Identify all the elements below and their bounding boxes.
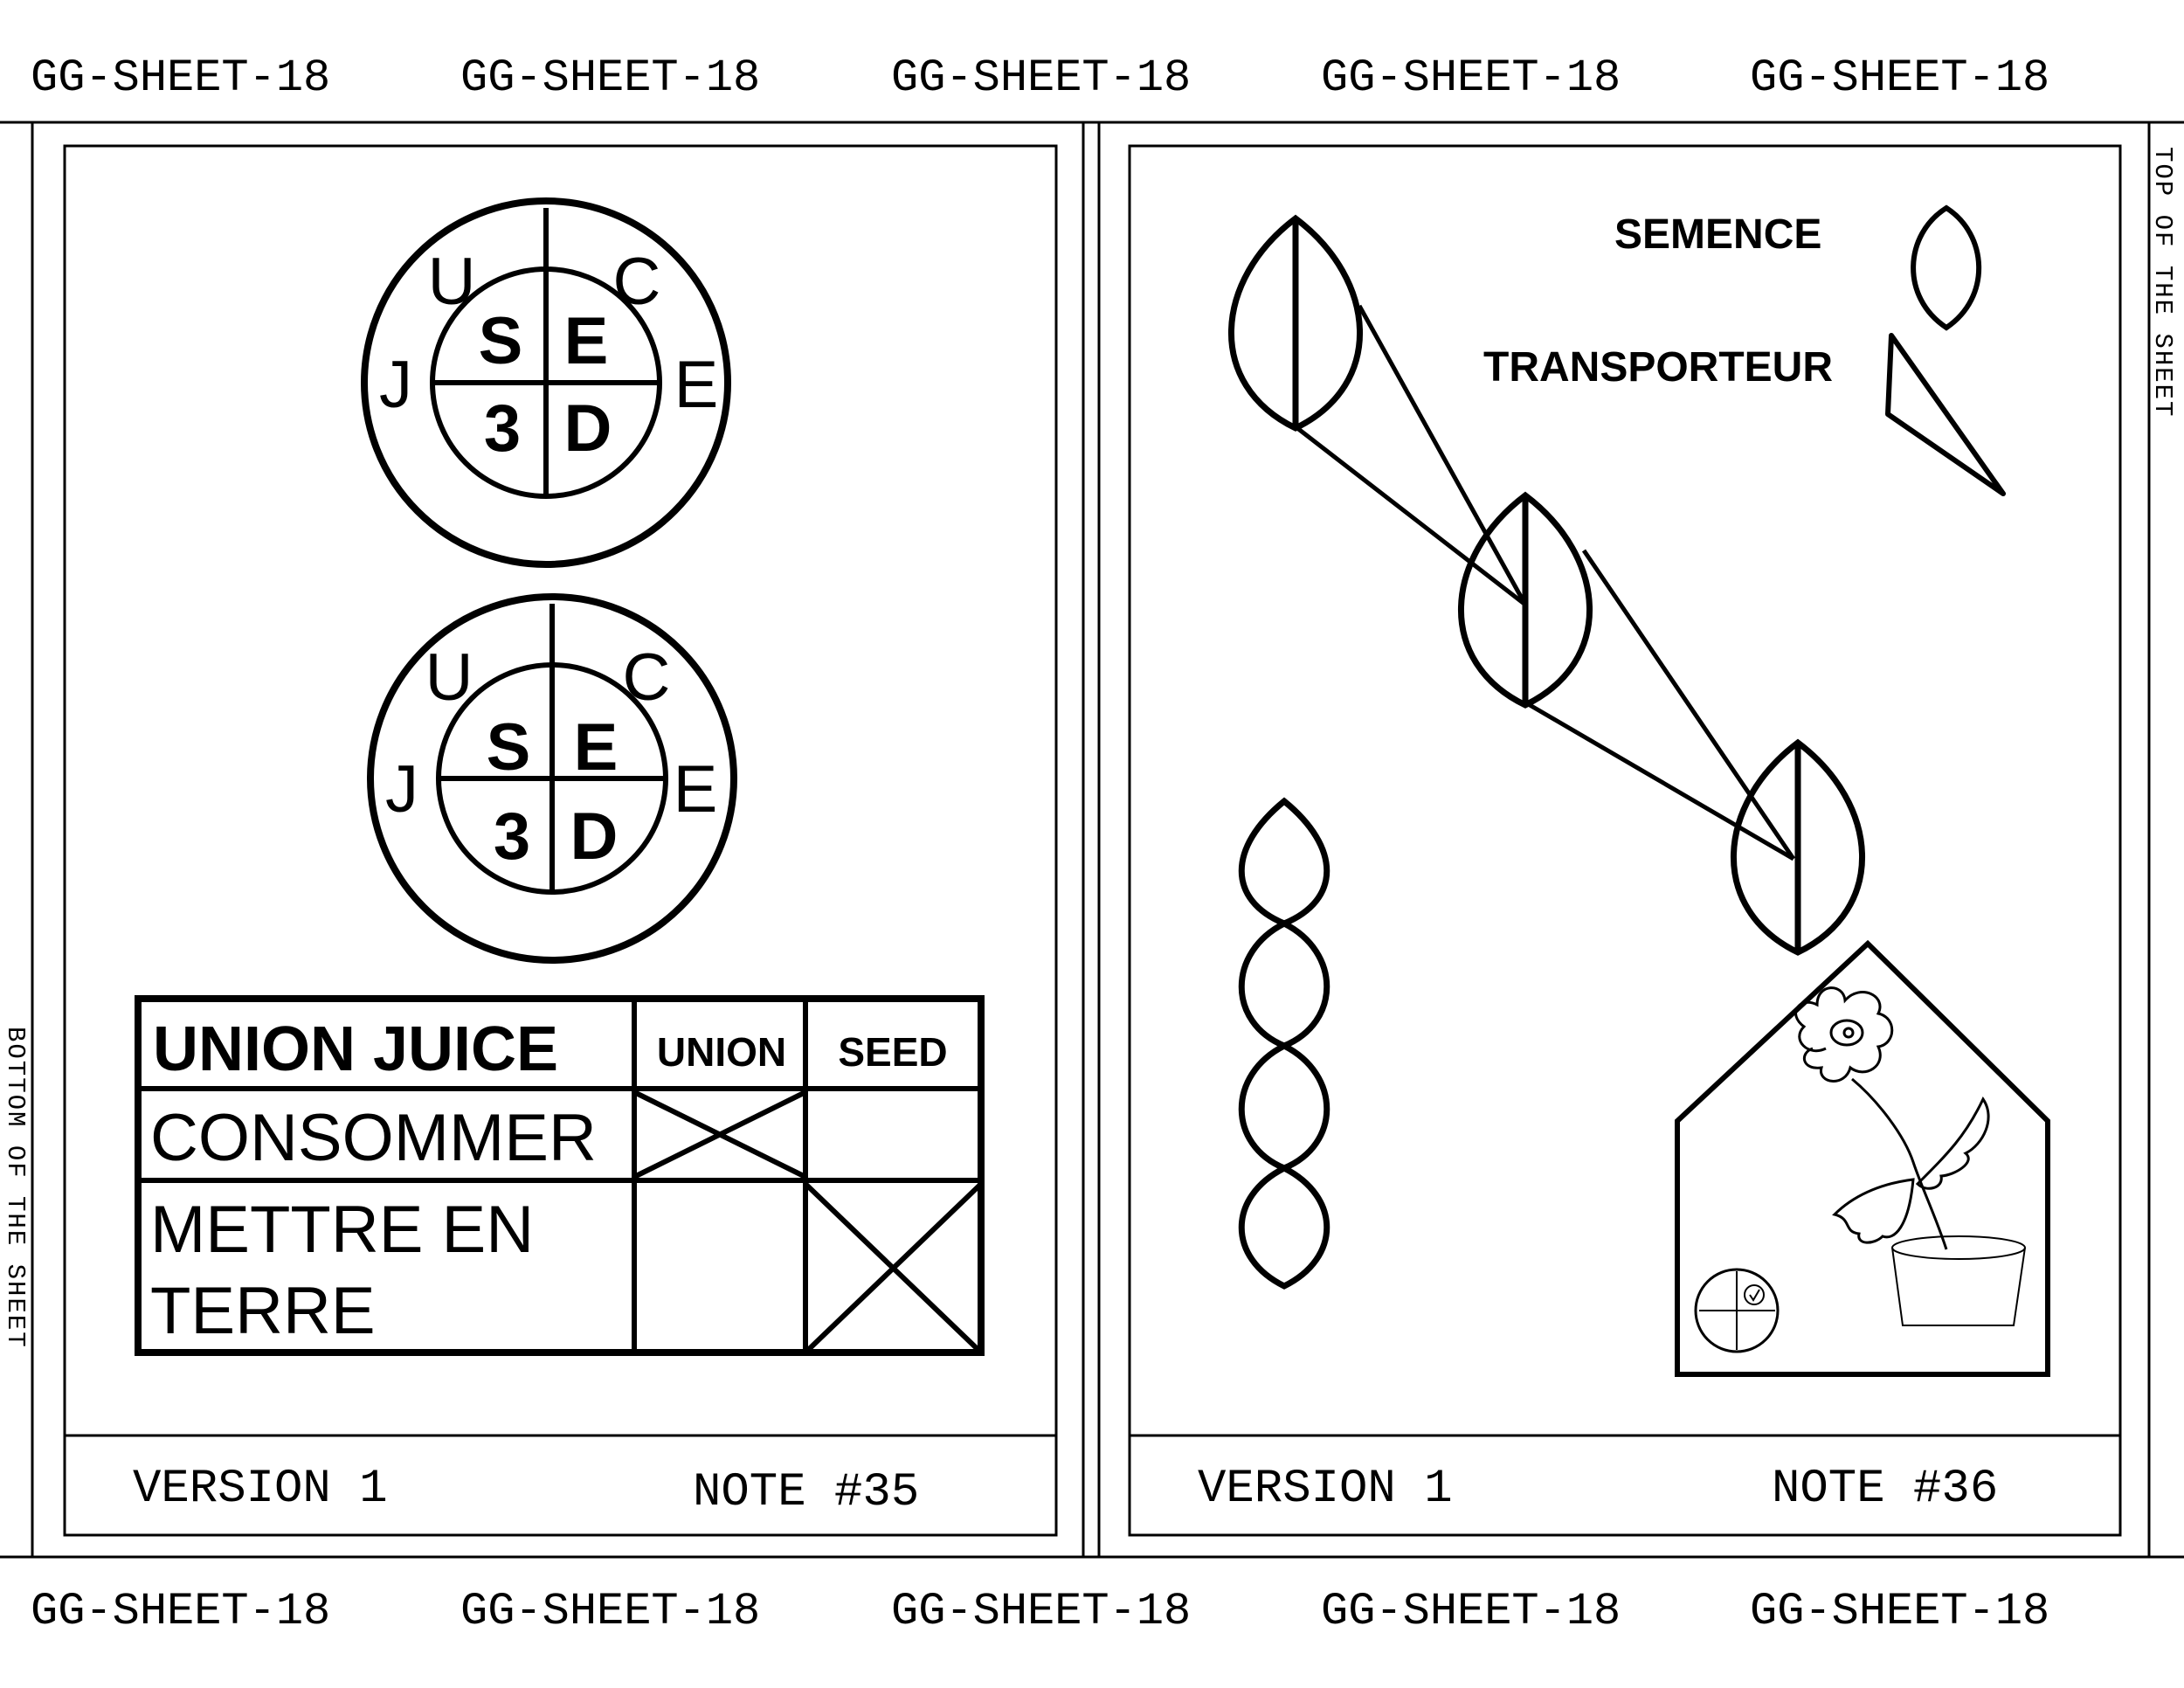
left-footer-note: NOTE #35 — [693, 1466, 919, 1519]
table-row-label: METTRE EN — [150, 1193, 534, 1267]
table-header-title: UNION JUICE — [153, 1014, 558, 1084]
legend-carrier-label: TRANSPORTEUR — [1483, 344, 1833, 391]
seal-letter: J — [385, 752, 418, 827]
left-card: U C J E S E 3 D U C J E — [63, 144, 1058, 1537]
table-cross-mark — [803, 1181, 984, 1355]
legend-seed-label: SEMENCE — [1614, 211, 1821, 258]
seal-quadrant: 3 — [484, 391, 521, 466]
seal-quadrant: E — [574, 710, 619, 785]
seal-quadrant: E — [564, 304, 609, 378]
banner-bottom: GG-SHEET-18 GG-SHEET-18 GG-SHEET-18 GG-S… — [31, 1586, 2049, 1637]
banner-top-item: GG-SHEET-18 — [891, 52, 1191, 104]
seed-helix — [1238, 797, 1330, 1290]
seal-letter: C — [613, 245, 661, 319]
seed-chain-connector — [1296, 304, 1796, 861]
banner-top-item: GG-SHEET-18 — [31, 52, 330, 104]
table-cross-mark — [632, 1090, 807, 1180]
seal-letter: U — [425, 640, 473, 715]
seal-logo: U C J E S E 3 D — [367, 593, 737, 964]
side-label-left: BOTTOM OF THE SHEET — [1, 1027, 30, 1349]
table-row-label: CONSOMMER — [150, 1101, 597, 1175]
banner-bottom-item: GG-SHEET-18 — [891, 1586, 1191, 1637]
banner-bottom-item: GG-SHEET-18 — [1321, 1586, 1621, 1637]
banner-top-item: GG-SHEET-18 — [1321, 52, 1621, 104]
seal-letter: E — [674, 348, 719, 422]
right-card-border — [1128, 144, 2122, 1537]
left-card-border — [63, 144, 1058, 1537]
seal-quadrant: S — [487, 710, 531, 785]
side-label-right: TOP OF THE SHEET — [2148, 147, 2177, 418]
sheet-frame — [0, 121, 2184, 1559]
seal-letter: C — [623, 640, 671, 715]
seal-letter: U — [428, 245, 476, 319]
legend-carrier-icon — [1885, 333, 2006, 496]
seal-quadrant: D — [570, 799, 619, 874]
right-card: SEMENCE TRANSPORTEUR — [1128, 144, 2122, 1537]
left-footer-version: VERSION 1 — [133, 1463, 388, 1516]
table-row-label: TERRE — [150, 1274, 376, 1348]
seal-letter: J — [379, 348, 412, 422]
seal-letter: E — [674, 752, 718, 827]
right-footer-version: VERSION 1 — [1198, 1463, 1453, 1516]
seed-shape — [1228, 214, 1363, 432]
banner-top: GG-SHEET-18 GG-SHEET-18 GG-SHEET-18 GG-S… — [31, 52, 2049, 104]
banner-bottom-item: GG-SHEET-18 — [1750, 1586, 2049, 1637]
seal-quadrant: D — [564, 391, 612, 466]
right-footer-note: NOTE #36 — [1772, 1463, 1998, 1516]
seal-quadrant: 3 — [494, 799, 530, 874]
banner-top-item: GG-SHEET-18 — [460, 52, 760, 104]
seed-shape — [1731, 738, 1865, 956]
seal-logo: U C J E S E 3 D — [361, 197, 731, 568]
table-header-union: UNION — [657, 1029, 786, 1075]
seal-quadrant: S — [479, 304, 523, 378]
legend-seed-icon — [1911, 204, 1982, 331]
table-header-seed: SEED — [838, 1029, 947, 1075]
banner-bottom-item: GG-SHEET-18 — [460, 1586, 760, 1637]
greenhouse-icon — [1675, 939, 2050, 1377]
seed-shape — [1458, 491, 1593, 709]
usage-table: UNION JUICE UNION SEED CONSOMMER METTRE … — [135, 995, 985, 1356]
banner-bottom-item: GG-SHEET-18 — [31, 1586, 330, 1637]
banner-top-item: GG-SHEET-18 — [1750, 52, 2049, 104]
